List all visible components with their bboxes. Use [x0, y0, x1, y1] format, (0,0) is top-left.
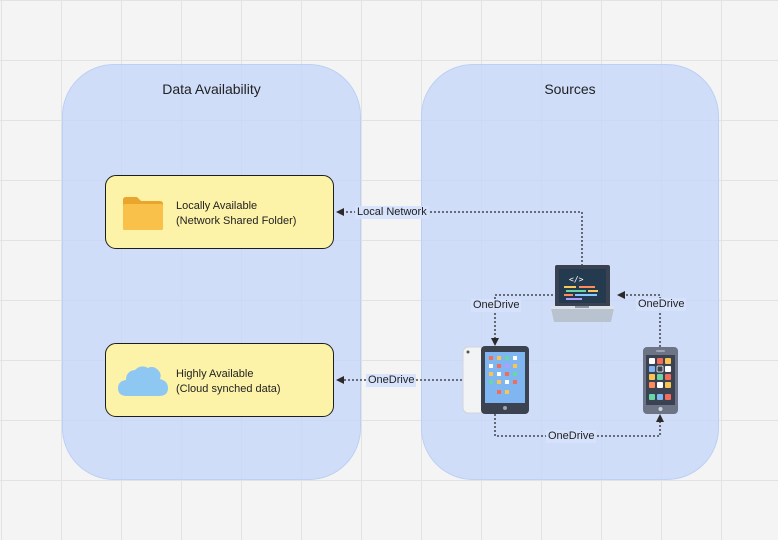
locally-available-label: Locally Available	[176, 200, 258, 212]
edge-label-onedrive-tablet-phone: OneDrive	[546, 430, 597, 443]
edge-label-local-network: Local Network	[355, 206, 429, 219]
folder-icon	[123, 197, 163, 230]
highly-available-card[interactable]: Highly Available (Cloud synched data)	[105, 343, 334, 417]
highly-available-label: Highly Available	[176, 368, 254, 380]
edge-label-onedrive-cloud: OneDrive	[366, 374, 417, 387]
cloud-icon	[118, 366, 168, 396]
edge-label-onedrive-laptop-tablet: OneDrive	[471, 299, 522, 312]
sources-title: Sources	[544, 81, 596, 97]
connector-onedrive-phone-laptop	[617, 291, 661, 347]
edge-label-onedrive-phone-laptop: OneDrive	[636, 298, 687, 311]
connector-onedrive-laptop-tablet	[491, 294, 553, 346]
connector-local-network	[336, 208, 583, 266]
data-availability-title: Data Availability	[162, 81, 261, 97]
locally-available-card[interactable]: Locally Available (Network Shared Folder…	[105, 175, 334, 249]
cloud-synched-data-label: (Cloud synched data)	[176, 383, 281, 395]
network-shared-folder-label: (Network Shared Folder)	[176, 215, 297, 227]
